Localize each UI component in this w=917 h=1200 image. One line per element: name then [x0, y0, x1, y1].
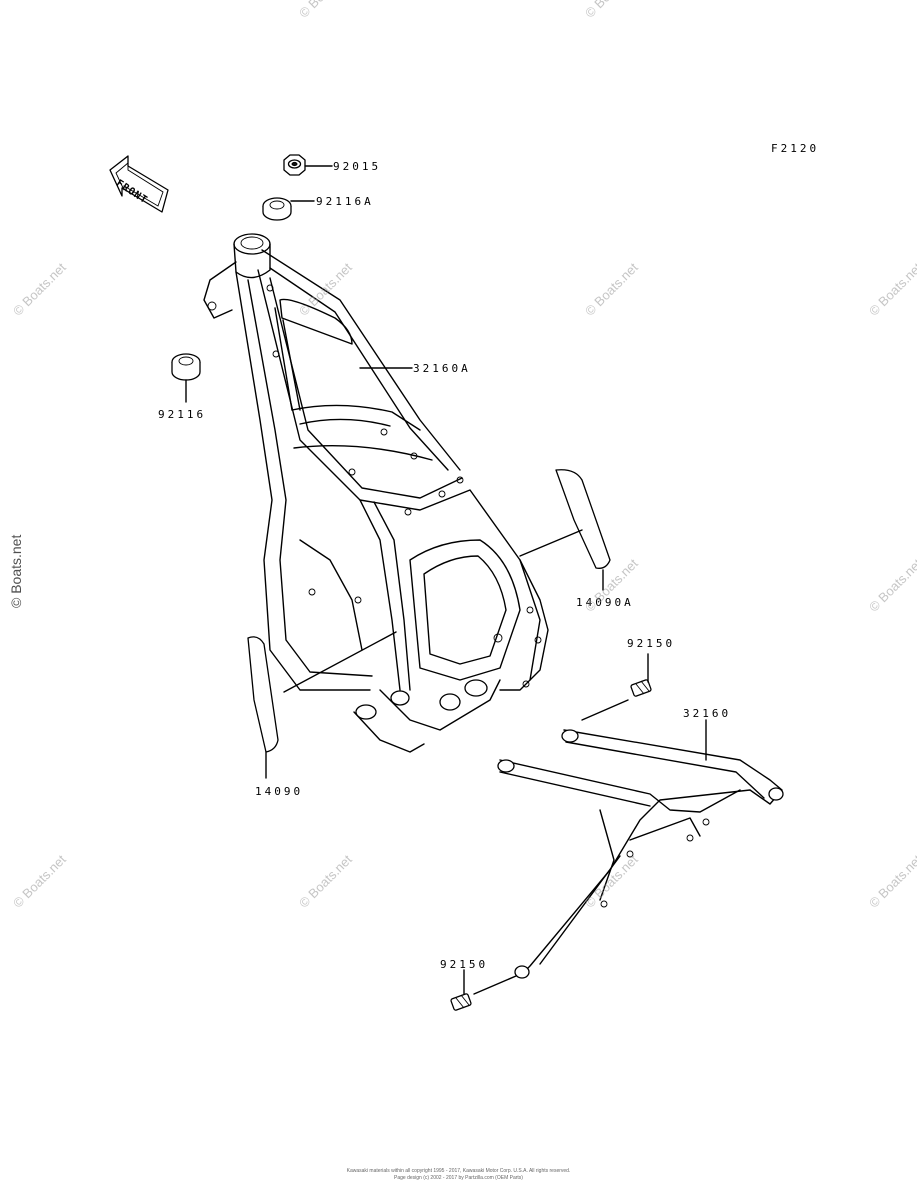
part-label-32160a[interactable]: 32160A: [413, 362, 471, 375]
part-label-92150-top[interactable]: 92150: [627, 637, 676, 650]
nut-92015: [283, 154, 333, 176]
cover-14090: [247, 631, 397, 779]
cover-14090a: [519, 469, 611, 591]
part-label-14090[interactable]: 14090: [255, 785, 304, 798]
seal-92116a: [262, 197, 315, 221]
part-label-14090a[interactable]: 14090A: [576, 596, 634, 609]
part-label-32160[interactable]: 32160: [683, 707, 732, 720]
subframe-32160: [497, 719, 784, 979]
diagram-code: F2120: [771, 142, 820, 155]
part-label-92015[interactable]: 92015: [333, 160, 382, 173]
seal-92116: [171, 353, 201, 403]
part-label-92150-bottom[interactable]: 92150: [440, 958, 489, 971]
watermark-side: © Boats.net: [8, 534, 24, 608]
copyright-line: Kawasaki materials within all copyright …: [346, 1168, 571, 1174]
bolt-92150-top: [581, 653, 652, 721]
part-label-92116[interactable]: 92116: [158, 408, 207, 421]
page-design-line: Page design (c) 2002 - 2017 by Partzilla…: [394, 1175, 523, 1181]
part-label-92116a[interactable]: 92116A: [316, 195, 374, 208]
front-arrow-icon: [109, 155, 169, 213]
bolt-92150-bottom: [450, 969, 517, 1011]
main-frame-32160a: [203, 233, 549, 753]
